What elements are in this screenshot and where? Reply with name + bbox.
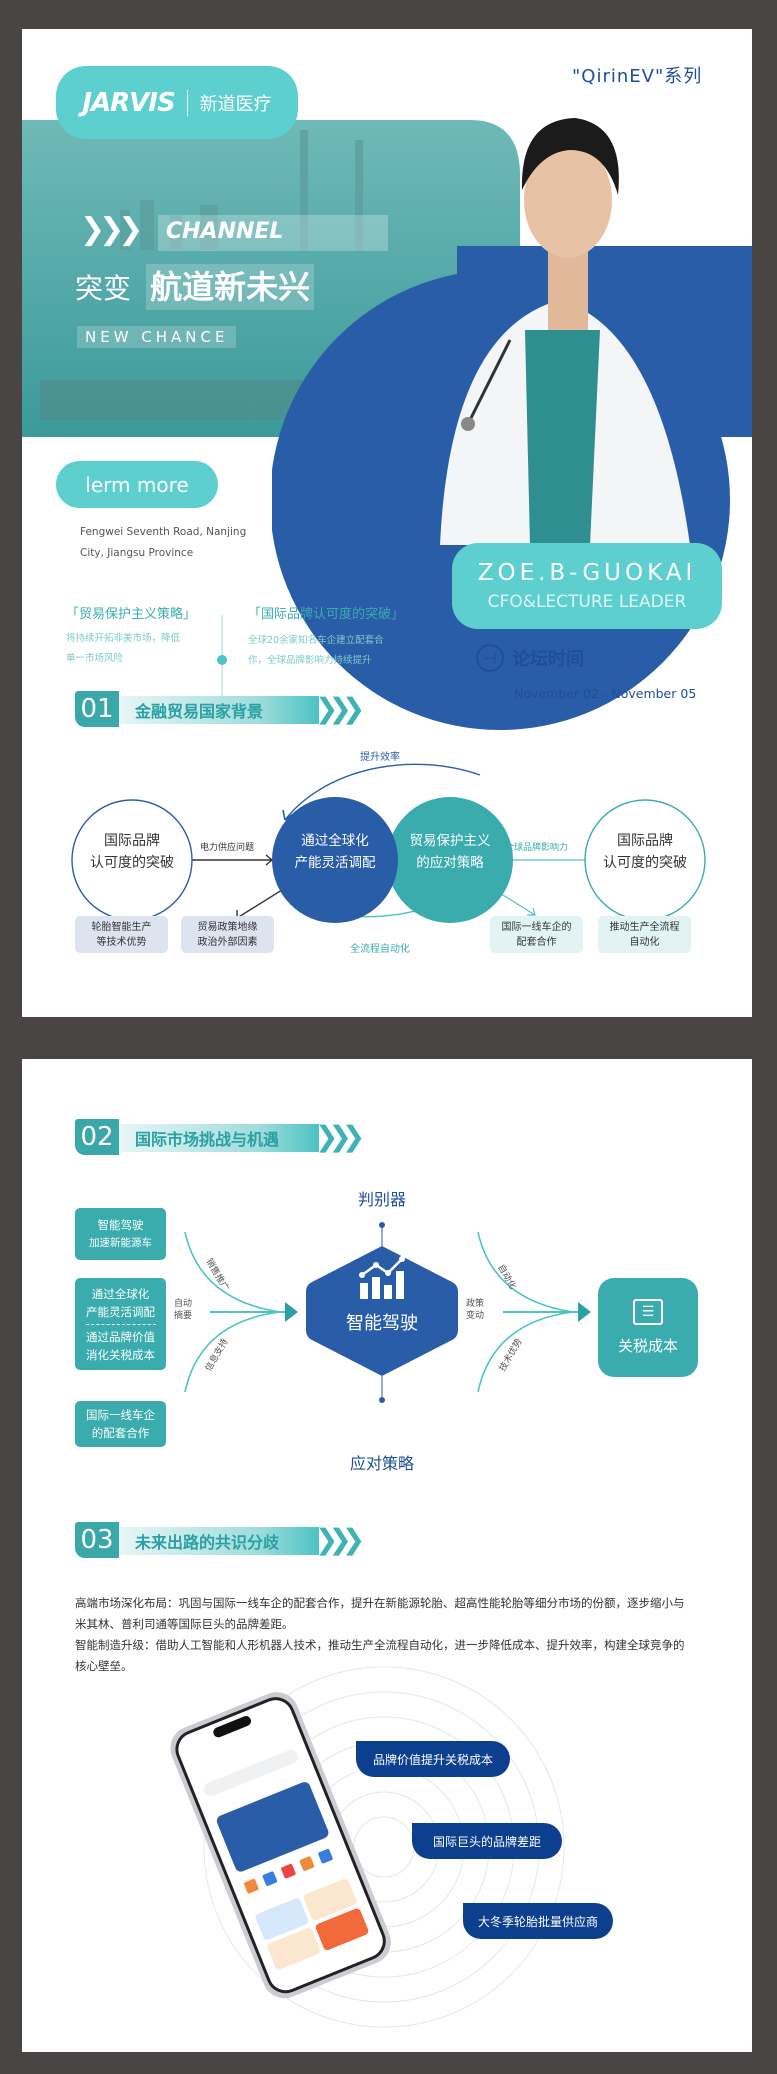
chevrons-icon: ❯❯❯ (315, 692, 365, 725)
left-box: 通过全球化产能灵活调配 通过品牌价值消化关税成本 (75, 1278, 166, 1370)
section-banner-03: 03 未来出路的共识分歧 ❯❯❯ (75, 1522, 365, 1558)
arc-label: 提升效率 (360, 752, 400, 763)
intro-title: 「国际品牌认可度的突破」 (248, 607, 405, 622)
arrow-label: 电力供应问题 (200, 843, 255, 853)
speaker-title: CFO&LECTURE LEADER (487, 592, 687, 612)
intro-text: 作，全球品牌影响力持续提升 (248, 655, 372, 666)
target-box: ☰ 关税成本 (598, 1278, 698, 1377)
section-banner-01: 01 金融贸易国家背景 ❯❯❯ (75, 691, 365, 727)
center-label: 智能驾驶 (346, 1313, 418, 1334)
info-box: 贸易政策地缘政治外部因素 (181, 916, 274, 953)
target-label: 关税成本 (617, 1337, 678, 1355)
info-box: 国际一线车企的配套合作 (490, 916, 583, 953)
dashed-divider (85, 1323, 156, 1325)
info-box: 推动生产全流程自动化 (598, 916, 691, 953)
right-circle-text: 国际品牌认可度的突破 (603, 833, 687, 871)
flow-label: 自动 摘要 (174, 1299, 193, 1321)
intro-text: 全球20余家知名车企建立配套合 (248, 635, 384, 646)
callout-bubble: 国际巨头的品牌差距 (412, 1823, 562, 1859)
chevrons-icon: ❯❯❯ (315, 1120, 365, 1153)
clock-icon: ⊣ (476, 644, 504, 672)
title-part-a: 突变 (75, 272, 132, 305)
flow-label: 政策 变动 (466, 1299, 485, 1321)
brand-logo: JARVIS (82, 87, 175, 118)
top-label: 判别器 (357, 1190, 406, 1209)
arrow-label: 全球品牌影响力 (505, 843, 569, 853)
hero-subtitle: NEW CHANCE (77, 326, 237, 348)
section2-3-graphics (170, 1222, 591, 2028)
center-hexagon: 智能驾驶 (306, 1255, 458, 1335)
center-blue-text: 通过全球化产能灵活调配 (294, 833, 376, 871)
info-box: 轮胎智能生产等技术优势 (75, 916, 168, 953)
bottom-label: 应对策略 (349, 1454, 414, 1473)
section-number: 02 (75, 1119, 119, 1155)
section-title: 国际市场挑战与机遇 (119, 1124, 319, 1152)
chevrons-icon: ❯❯❯ (80, 212, 143, 247)
intro-text: 单一市场风险 (66, 653, 124, 664)
section-banner-02: 02 国际市场挑战与机遇 ❯❯❯ (75, 1119, 365, 1155)
address-line: Fengwei Seventh Road, Nanjing (80, 526, 247, 538)
chevrons-icon: ❯❯❯ (315, 1523, 365, 1556)
tariff-icon: ☰ (633, 1299, 663, 1325)
section-title: 金融贸易国家背景 (119, 696, 319, 724)
address-line: City, Jiangsu Province (80, 547, 194, 559)
section3-text: 高端市场深化布局：巩固与国际一线车企的配套合作，提升在新能源轮胎、超高性能轮胎等… (75, 1593, 695, 1677)
section-title: 未来出路的共识分歧 (119, 1527, 319, 1555)
center-teal-text: 贸易保护主义的应对策略 (409, 833, 491, 871)
channel-label: CHANNEL (158, 215, 388, 251)
forum-label: 论坛时间 (512, 649, 584, 670)
intro-text: 将持续开拓非美市场，降低 (66, 633, 181, 644)
address: Fengwei Seventh Road, Nanjing City, Jian… (80, 522, 246, 564)
speaker-photo (440, 118, 690, 545)
paragraph: 智能制造升级：借助人工智能和人形机器人技术，推动生产全流程自动化，进一步降低成本… (75, 1638, 685, 1673)
intro-item: 「国际品牌认可度的突破」 全球20余家知名车企建立配套合 作，全球品牌影响力持续… (248, 603, 408, 666)
speaker-card: ZOE.B-GUOKAI CFO&LECTURE LEADER (452, 543, 722, 629)
arc-label: 全流程自动化 (350, 944, 410, 955)
brand-name: 新道医疗 (199, 93, 272, 115)
speaker-name: ZOE.B-GUOKAI (477, 560, 697, 586)
left-circle-text: 国际品牌认可度的突破 (90, 833, 174, 871)
left-box: 国际一线车企的配套合作 (75, 1401, 166, 1447)
forum-time: ⊣ 论坛时间 November 02 - November 05 (476, 644, 696, 701)
forum-dates: November 02 - November 05 (514, 686, 697, 701)
hero-title: 突变 航道新未兴 (75, 262, 324, 322)
chart-icon (359, 1256, 405, 1299)
paragraph: 高端市场深化布局：巩固与国际一线车企的配套合作，提升在新能源轮胎、超高性能轮胎等… (75, 1596, 685, 1631)
title-part-b: 航道新未兴 (146, 264, 315, 310)
divider (186, 89, 188, 116)
learn-more-button[interactable]: lerm more (56, 461, 218, 508)
intro-item: 「贸易保护主义策略」 将持续开拓非美市场，降低 单一市场风险 (66, 603, 206, 664)
brand-logo-pill: JARVIS 新道医疗 (56, 66, 298, 139)
section-number: 01 (75, 691, 119, 727)
callout-bubble: 大冬季轮胎批量供应商 (463, 1903, 613, 1939)
series-label: "QirinEV"系列 (572, 66, 703, 87)
section-number: 03 (75, 1522, 119, 1558)
left-box: 智能驾驶加速新能源车 (75, 1208, 166, 1260)
callout-bubble: 品牌价值提升关税成本 (356, 1741, 510, 1777)
phone-mockup (170, 1692, 391, 1999)
intro-title: 「贸易保护主义策略」 (66, 607, 197, 622)
